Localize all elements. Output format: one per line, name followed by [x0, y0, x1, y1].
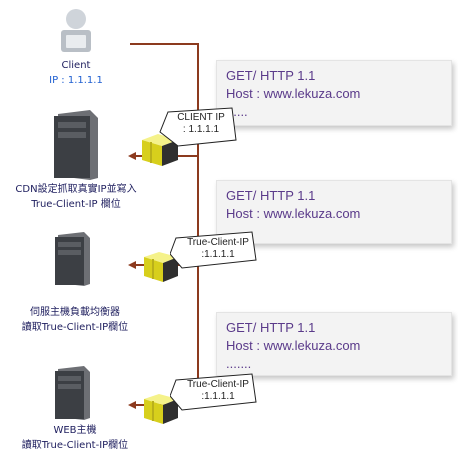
web-server-icon	[52, 366, 92, 420]
client-user-icon	[53, 8, 99, 54]
true-client-ip-tag-2: True-Client-IP :1.1.1.1	[187, 379, 249, 402]
load-balancer-server-icon	[52, 232, 92, 286]
http-request-box-2: GET/ HTTP 1.1 Host : www.lekuza.com ....…	[216, 180, 452, 244]
tag-shape-2	[170, 231, 257, 269]
http-request-box-1: GET/ HTTP 1.1 Host : www.lekuza.com ....…	[216, 60, 452, 126]
packet-icon-1	[142, 134, 178, 166]
true-client-ip-tag-1: True-Client-IP :1.1.1.1	[187, 237, 249, 260]
client-ip-tag: CLIENT IP : 1.1.1.1	[177, 112, 225, 135]
client-label: Client IP : 1.1.1.1	[40, 58, 112, 88]
client-ip: IP : 1.1.1.1	[49, 75, 103, 86]
packet-icon-3	[144, 394, 178, 424]
packet-icon-2	[144, 252, 178, 282]
load-balancer-label: 伺服主機負載均衡器 讀取True-Client-IP欄位	[21, 307, 129, 333]
cdn-server-label: CDN設定抓取真實IP並寫入 True-Client-IP 欄位	[15, 184, 137, 210]
tag-shape-3	[170, 373, 257, 411]
tag-shape-1	[159, 107, 237, 147]
web-server-label: WEB主機 讀取True-Client-IP欄位	[21, 425, 129, 451]
cdn-server-icon	[50, 110, 100, 180]
http-request-box-3: GET/ HTTP 1.1 Host : www.lekuza.com ....…	[216, 312, 452, 376]
client-name: Client	[61, 60, 91, 71]
